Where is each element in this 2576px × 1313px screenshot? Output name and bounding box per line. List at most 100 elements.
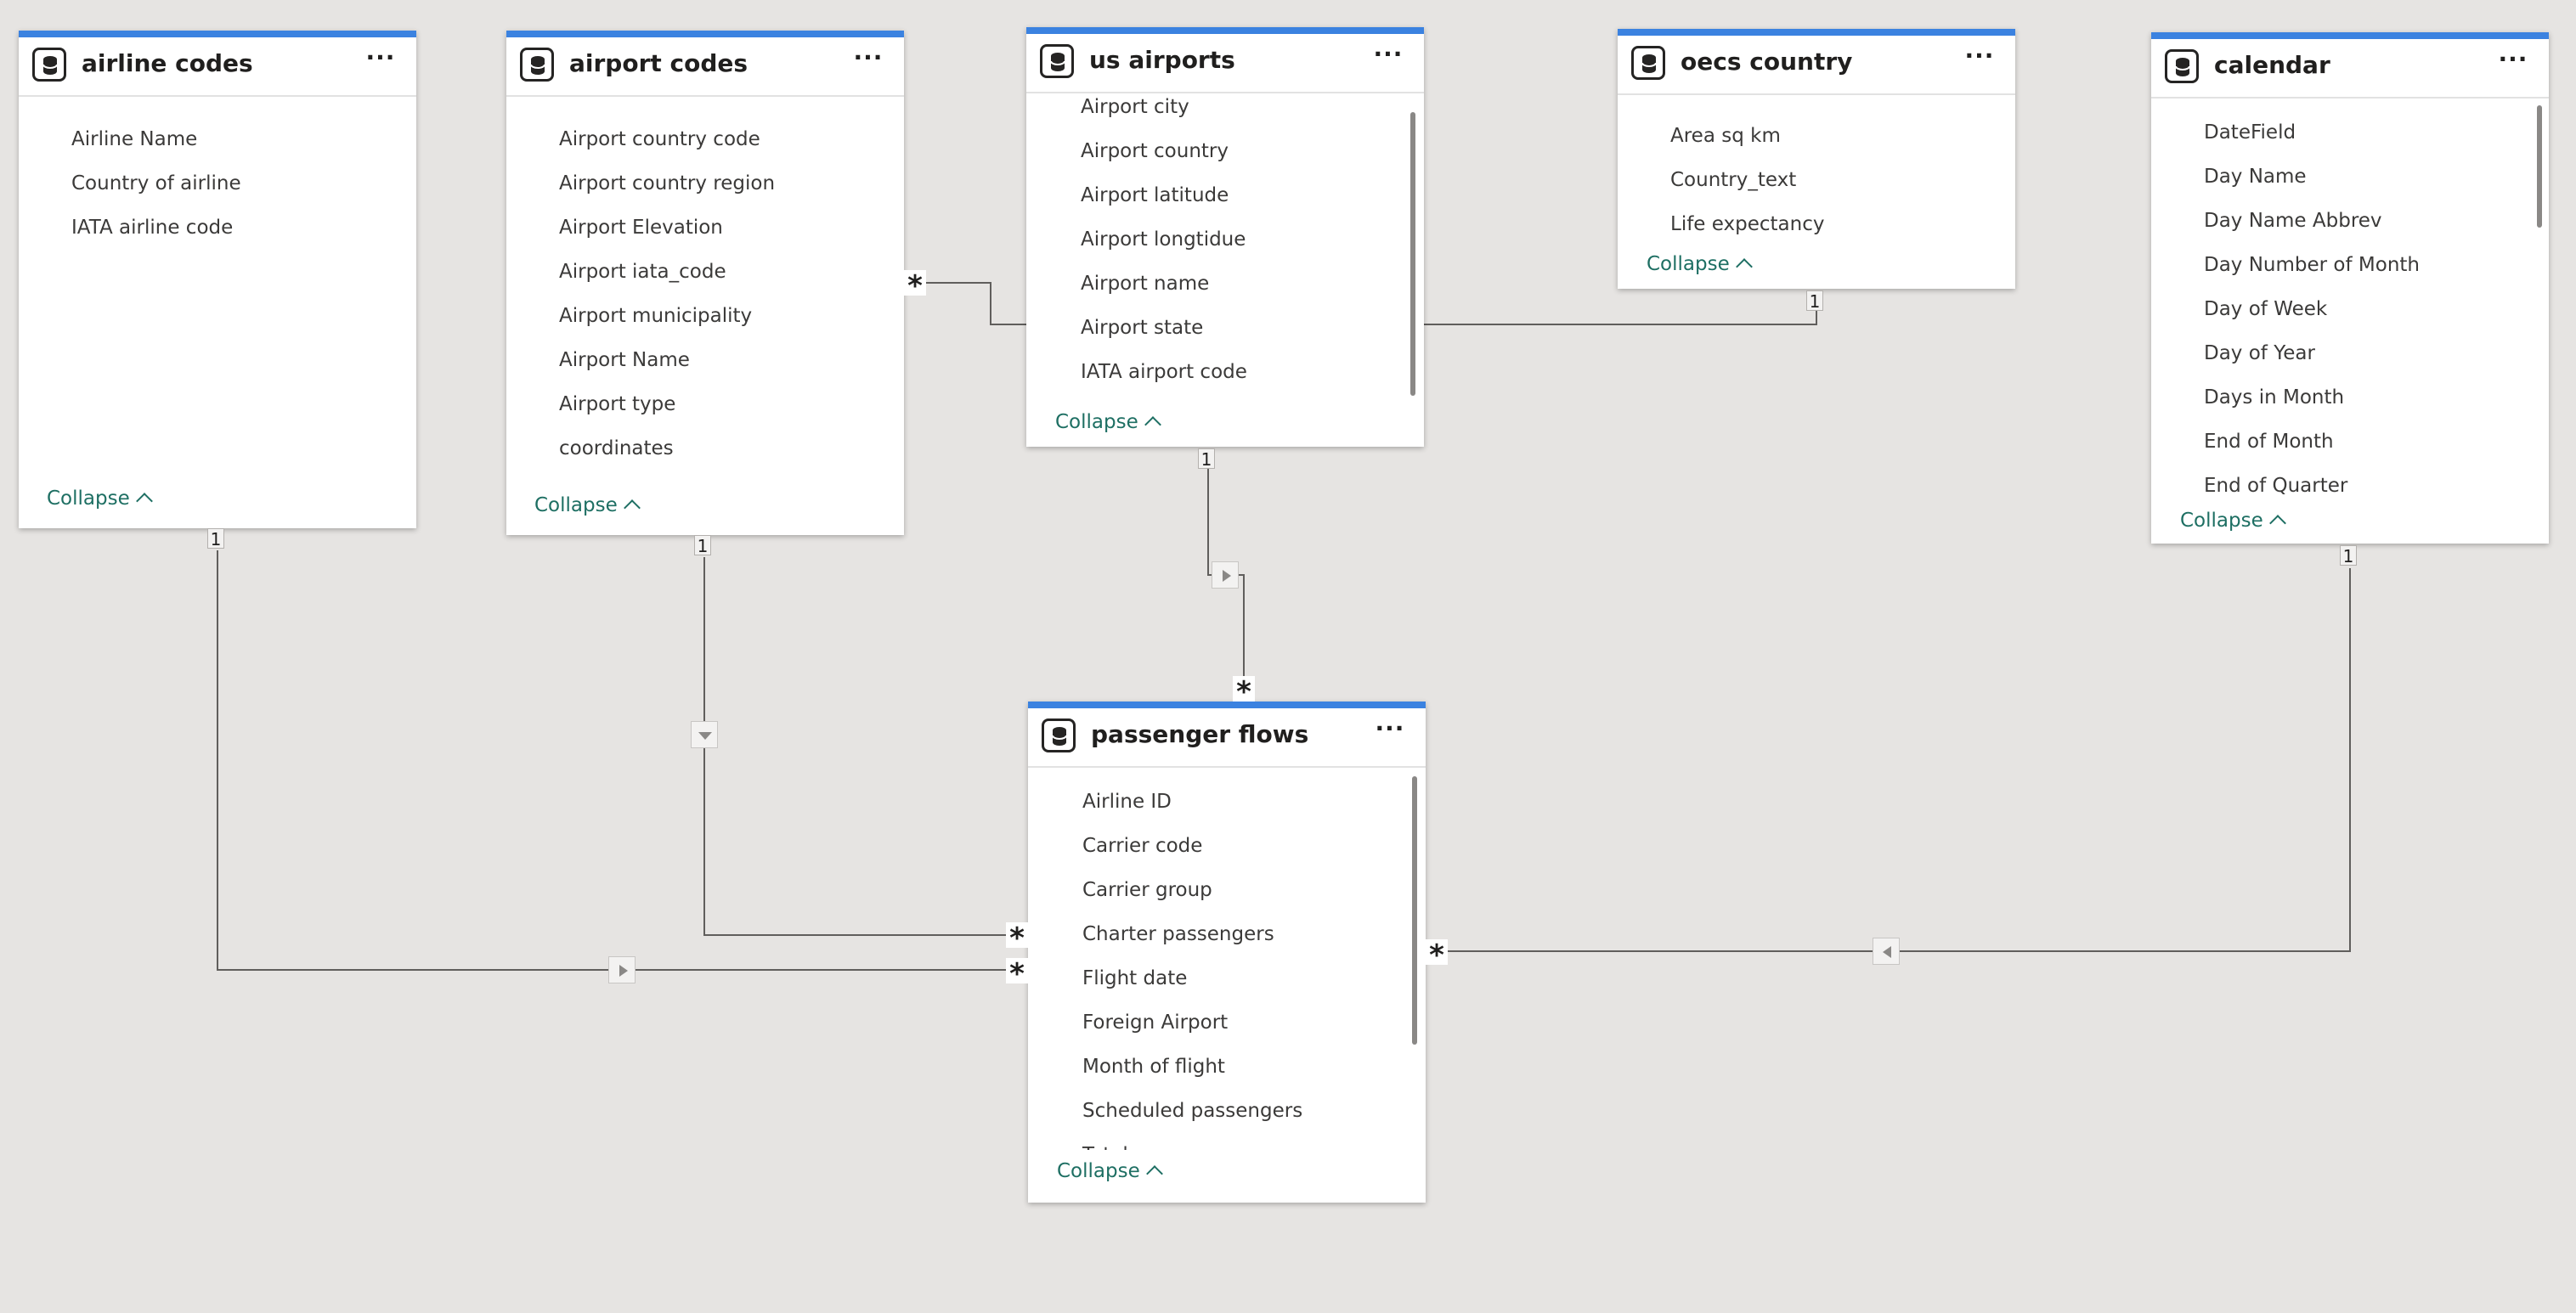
field-item[interactable]: Day Name Abbrev	[2204, 210, 2382, 232]
field-item[interactable]: DateField	[2204, 121, 2296, 144]
field-item[interactable]: Day Number of Month	[2204, 254, 2420, 276]
collapse-button[interactable]: Collapse	[1055, 411, 1161, 433]
field-list: Airline ID Carrier code Carrier group Ch…	[1028, 780, 1426, 1150]
collapse-button[interactable]: Collapse	[2180, 510, 2286, 532]
table-card-oecs-country[interactable]: oecs country ··· Area sq km Country_text…	[1618, 29, 2015, 289]
relationship-one-label[interactable]: 1	[1806, 290, 1823, 312]
relationship-many-label[interactable]: *	[1006, 958, 1028, 990]
field-item[interactable]: IATA airport code	[1081, 361, 1247, 383]
field-item[interactable]: Airport municipality	[559, 305, 753, 327]
table-title: us airports	[1089, 46, 1235, 74]
more-options-icon[interactable]: ···	[1375, 714, 1405, 742]
field-item[interactable]: Carrier group	[1082, 879, 1212, 901]
field-item[interactable]: Foreign Airport	[1082, 1012, 1229, 1034]
field-item[interactable]: Airport city	[1081, 96, 1189, 118]
field-item[interactable]: Airport name	[1081, 273, 1210, 295]
scrollbar[interactable]	[1412, 776, 1417, 1045]
field-item[interactable]: Airport type	[559, 393, 676, 415]
table-card-header[interactable]: calendar ···	[2151, 39, 2549, 99]
field-item[interactable]: Airport Name	[559, 349, 690, 371]
collapse-label: Collapse	[2180, 510, 2263, 532]
field-item[interactable]: Airport country region	[559, 172, 776, 194]
relationship-one-label[interactable]: 1	[2340, 545, 2357, 566]
scrollbar[interactable]	[2537, 105, 2542, 228]
field-item[interactable]: Country_text	[1670, 169, 1797, 191]
more-options-icon[interactable]: ···	[853, 43, 884, 71]
field-item[interactable]: Days in Month	[2204, 386, 2345, 409]
table-card-airport-codes[interactable]: airport codes ··· Airport country code A…	[506, 31, 904, 535]
table-card-header[interactable]: airline codes ···	[19, 37, 416, 97]
field-item[interactable]: Country of airline	[71, 172, 241, 194]
more-options-icon[interactable]: ···	[365, 43, 396, 71]
relationship-line-us-airports-oecs-country	[1424, 301, 1817, 325]
field-item[interactable]: Airport Elevation	[559, 217, 723, 239]
field-item[interactable]: coordinates	[559, 437, 674, 459]
database-icon	[1631, 46, 1665, 80]
field-item[interactable]: Airline ID	[1082, 791, 1172, 813]
field-item[interactable]: Day of Year	[2204, 342, 2315, 364]
database-icon	[32, 48, 66, 82]
table-title: oecs country	[1681, 48, 1853, 76]
cross-filter-left-icon[interactable]	[1873, 938, 1900, 965]
field-item[interactable]: End of Quarter	[2204, 475, 2348, 497]
relationship-one-label[interactable]: 1	[694, 535, 711, 556]
table-card-header[interactable]: airport codes ···	[506, 37, 904, 97]
table-card-calendar[interactable]: calendar ··· DateField Day Name Day Name…	[2151, 32, 2549, 544]
field-item[interactable]: Day Name	[2204, 166, 2307, 188]
collapse-button[interactable]: Collapse	[1057, 1160, 1163, 1182]
field-item[interactable]: Scheduled passengers	[1082, 1100, 1303, 1122]
field-item[interactable]: Airport latitude	[1081, 184, 1229, 206]
cross-filter-right-icon[interactable]	[608, 956, 636, 983]
table-card-header[interactable]: passenger flows ···	[1028, 708, 1426, 768]
relationship-many-label[interactable]: *	[1426, 939, 1448, 972]
collapse-button[interactable]: Collapse	[1647, 253, 1753, 275]
scrollbar[interactable]	[1410, 112, 1415, 396]
relationship-one-label[interactable]: 1	[1198, 448, 1215, 470]
collapse-button[interactable]: Collapse	[47, 487, 153, 510]
table-card-us-airports[interactable]: us airports ··· Airport city Airport cou…	[1026, 27, 1424, 447]
more-options-icon[interactable]: ···	[1373, 40, 1404, 68]
cross-filter-right-icon[interactable]	[1212, 561, 1239, 589]
relationship-line-airport-codes-us-airports	[904, 282, 1026, 325]
table-title: airport codes	[569, 49, 749, 77]
field-list: DateField Day Name Day Name Abbrev Day N…	[2151, 110, 2549, 508]
field-item[interactable]: Airport state	[1081, 317, 1204, 339]
database-icon	[520, 48, 554, 82]
field-item[interactable]: IATA airline code	[71, 217, 234, 239]
field-item[interactable]: Flight date	[1082, 967, 1188, 989]
relationship-line-calendar-passenger-flows	[1448, 568, 2351, 952]
relationship-one-label[interactable]: 1	[207, 528, 224, 549]
field-item[interactable]: Airport country	[1081, 140, 1229, 162]
collapse-label: Collapse	[1647, 253, 1730, 275]
field-item[interactable]: Charter passengers	[1082, 923, 1274, 945]
table-card-passenger-flows[interactable]: passenger flows ··· Airline ID Carrier c…	[1028, 702, 1426, 1203]
more-options-icon[interactable]: ···	[1964, 42, 1995, 70]
cross-filter-down-icon[interactable]	[691, 721, 718, 748]
field-list: Area sq km Country_text Life expectancy	[1618, 114, 2015, 250]
chevron-up-icon	[135, 493, 153, 510]
field-item[interactable]: Area sq km	[1670, 125, 1781, 147]
chevron-up-icon	[2268, 515, 2286, 532]
table-card-header[interactable]: oecs country ···	[1618, 36, 2015, 95]
collapse-button[interactable]: Collapse	[534, 494, 641, 516]
field-item[interactable]: Carrier code	[1082, 835, 1203, 857]
field-item[interactable]: Month of flight	[1082, 1056, 1225, 1078]
relationship-many-label[interactable]: *	[1233, 676, 1255, 708]
field-item[interactable]: Total passengers	[1028, 1133, 1426, 1150]
field-item[interactable]: Airline Name	[71, 128, 198, 150]
field-item[interactable]: Life expectancy	[1670, 213, 1825, 235]
chevron-up-icon	[1144, 416, 1161, 433]
more-options-icon[interactable]: ···	[2498, 45, 2528, 73]
field-item[interactable]: Day of Week	[2204, 298, 2328, 320]
table-card-header[interactable]: us airports ···	[1026, 34, 1424, 93]
table-card-airline-codes[interactable]: airline codes ··· Airline Name Country o…	[19, 31, 416, 528]
relationship-many-label[interactable]: *	[1006, 922, 1028, 955]
field-item[interactable]: End of Month	[2204, 431, 2334, 453]
field-list: Airport country code Airport country reg…	[506, 117, 904, 491]
field-item[interactable]: Airport country code	[559, 128, 760, 150]
field-item[interactable]: Airport longtidue	[1081, 228, 1246, 251]
field-item[interactable]: Airport iata_code	[559, 261, 726, 283]
relationship-many-label[interactable]: *	[904, 270, 926, 302]
